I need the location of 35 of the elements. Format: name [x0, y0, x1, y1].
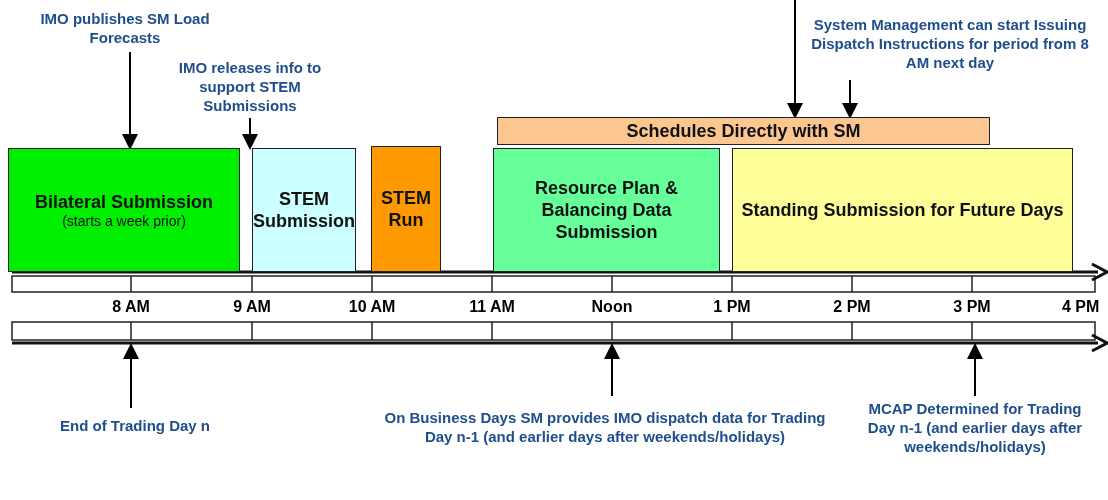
box-note: (starts a week prior): [62, 212, 186, 230]
time-label: 2 PM: [832, 297, 872, 317]
process-box: [371, 146, 441, 272]
time-label: Noon: [590, 297, 634, 317]
time-label: 1 PM: [712, 297, 752, 317]
arrow: [967, 343, 983, 397]
schedule-band: [497, 117, 990, 145]
annotation-text: MCAP Determined for Trading Day n-1 (and earlier days after weekends/holidays): [855, 398, 1095, 456]
arrow: [123, 343, 139, 409]
time-label: 3 PM: [952, 297, 992, 317]
arrow: [842, 79, 858, 119]
arrow: [787, 0, 803, 119]
annotation-text: System Management can start Issuing Dispatch Instructions for period from 8 AM next day: [805, 8, 1095, 78]
arrow: [242, 117, 258, 150]
annotation-text: IMO publishes SM Load Forecasts: [20, 6, 230, 50]
process-box: [732, 148, 1073, 272]
box-title: Schedules Directly with SM: [626, 120, 861, 142]
box-title: Standing Submission for Future Days: [741, 199, 1064, 221]
time-label: 9 AM: [232, 297, 272, 317]
box-title: Resource Plan & Balancing Data Submission: [533, 177, 680, 243]
process-box: [252, 148, 356, 272]
time-label: 8 AM: [111, 297, 151, 317]
time-label: 11 AM: [468, 297, 516, 317]
process-box: [8, 148, 240, 272]
process-box: [493, 148, 720, 272]
time-label: 4 PM: [1062, 297, 1100, 317]
annotation-text: End of Trading Day n: [10, 410, 260, 440]
annotation-text: IMO releases info to support STEM Submissions: [155, 56, 345, 116]
annotation-text: On Business Days SM provides IMO dispatch data for Trading Day n-1 (and earlier days after weekends/holidays): [380, 398, 830, 456]
box-title: STEM Run: [380, 187, 432, 231]
box-title: STEM Submission: [253, 188, 355, 232]
arrow: [604, 343, 620, 397]
box-title: Bilateral Submission: [34, 190, 214, 213]
arrow: [122, 51, 138, 150]
time-label: 10 AM: [347, 297, 397, 317]
